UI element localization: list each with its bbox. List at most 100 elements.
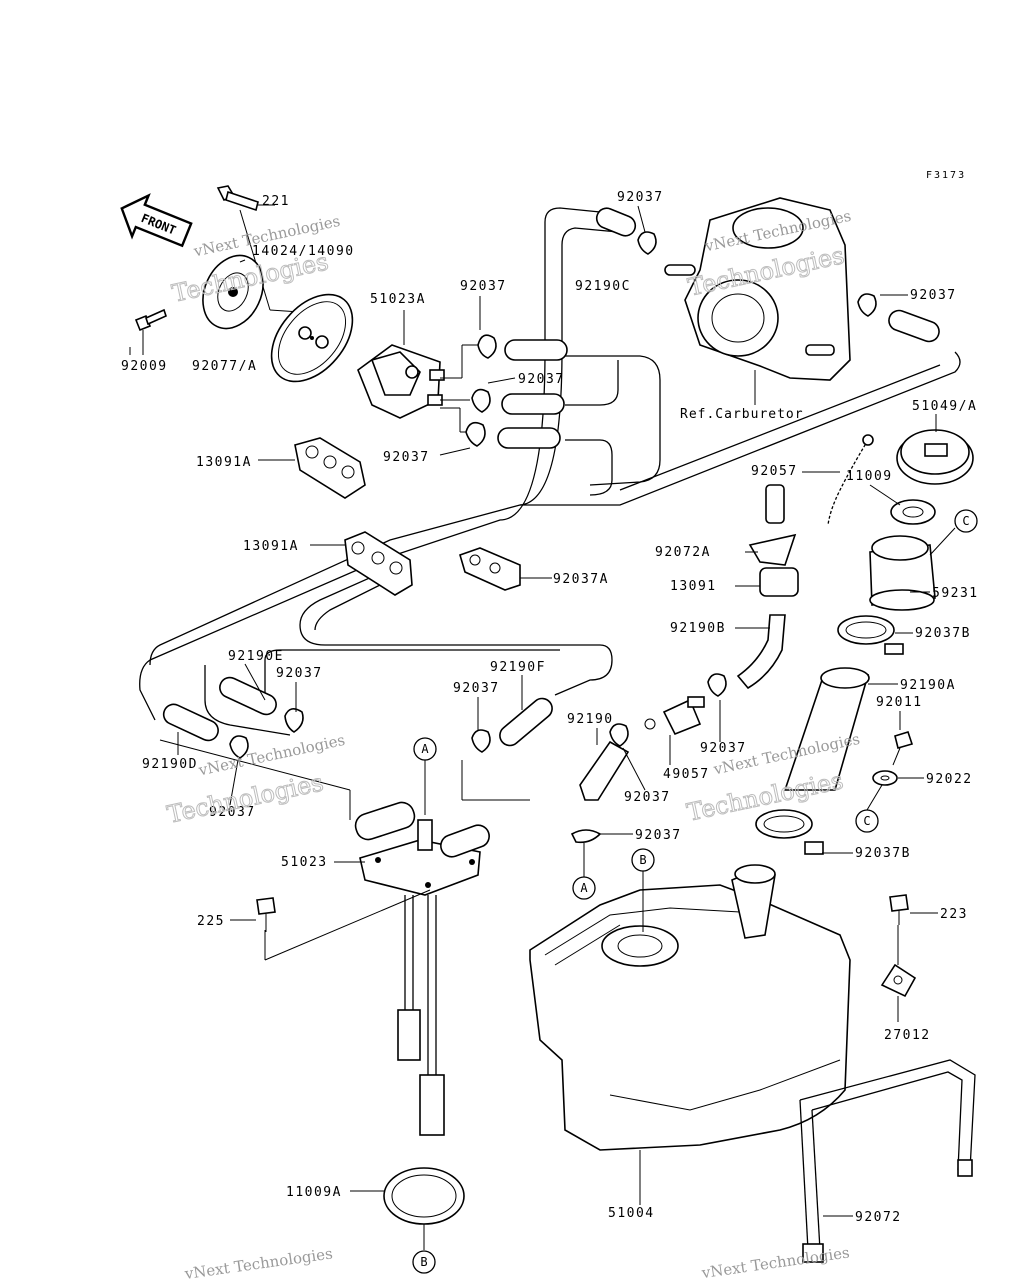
callout-b-bottom: B (412, 1250, 436, 1274)
part-label: 11009 (846, 469, 893, 484)
part-label: 92037 (624, 790, 671, 805)
fuel-pump-51023A-icon (357, 310, 445, 419)
vent-pipe-icon (765, 484, 785, 524)
svg-text:C: C (863, 814, 870, 828)
svg-text:B: B (420, 1255, 427, 1269)
part-label: 92037 (383, 450, 430, 465)
part-labels: 221 14024/14090 92009 92077/A 51023A 920… (121, 190, 979, 1225)
callout-a-top: A (413, 737, 437, 761)
part-label: 92037 (460, 279, 507, 294)
part-label: 92037 (700, 741, 747, 756)
watermark-mid-left: vNext Technologies Technologies (164, 731, 346, 829)
part-label: 92009 (121, 359, 168, 374)
label-leaders (129, 205, 938, 1217)
part-label: 59231 (932, 586, 979, 601)
part-label: 51049/A (912, 399, 977, 414)
part-label: 92037A (553, 572, 609, 587)
part-label: 92190C (575, 279, 631, 294)
part-label: 92072 (855, 1210, 902, 1225)
bolt-92011-icon (892, 731, 914, 766)
holder-13091-icon (759, 567, 799, 597)
front-arrow-icon: FRONT (120, 193, 193, 248)
part-label: 13091A (196, 455, 252, 470)
filler-neck-59231-icon (869, 535, 936, 611)
clamp-92037B-icon (837, 615, 904, 655)
clamp-92037A-icon (459, 547, 521, 591)
clip-92037-mid-icon (707, 673, 727, 697)
part-label: 51004 (608, 1206, 655, 1221)
tether-92057-icon (827, 434, 874, 526)
hose-92190F-icon (499, 697, 553, 747)
part-label: 13091A (243, 539, 299, 554)
part-label: 13091 (670, 579, 717, 594)
part-label: 225 (197, 914, 225, 929)
part-label: 51023 (281, 855, 328, 870)
part-label: 49057 (663, 767, 710, 782)
valve-49057-icon (644, 696, 705, 736)
part-label: 27012 (884, 1028, 931, 1043)
hose-92190C-icon (595, 207, 637, 237)
gasket-11009A-icon (383, 1167, 465, 1250)
screw-225-icon (256, 897, 276, 932)
leader-lines (159, 739, 530, 961)
part-label: 92037B (915, 626, 971, 641)
part-label: 92037B (855, 846, 911, 861)
cover-14024-icon (270, 293, 354, 383)
svg-text:vNext Technologies: vNext Technologies (183, 1244, 334, 1280)
part-label: 92022 (926, 772, 973, 787)
clamp-92037B-2-icon (755, 809, 824, 855)
strap-92072-icon (799, 1059, 976, 1263)
part-label: 92190E (228, 649, 284, 664)
svg-text:C: C (962, 514, 969, 528)
svg-text:A: A (580, 881, 588, 895)
part-label: 92037 (635, 828, 682, 843)
part-label: 92011 (876, 695, 923, 710)
screw-223-icon (889, 894, 909, 925)
part-label: 14024/14090 (252, 244, 355, 259)
part-label: 92037 (276, 666, 323, 681)
part-label: 51023A (370, 292, 426, 307)
part-label: 92057 (751, 464, 798, 479)
hose-92190D-icon (162, 703, 219, 742)
callout-c-bottom: C (855, 809, 879, 833)
ref-note: Ref.Carburetor (680, 407, 804, 422)
hose-clamp-13091A-icon (294, 437, 366, 499)
callout-a-bottom: A (572, 876, 596, 900)
part-label: 92037 (910, 288, 957, 303)
figure-code: F3173 (926, 170, 966, 181)
part-label: 92190F (490, 660, 546, 675)
svg-text:vNext Technologies: vNext Technologies (700, 1243, 851, 1280)
fuel-sender-51023-icon (354, 801, 490, 1136)
part-label: 92190D (142, 757, 198, 772)
clip-92037-left-icon (229, 708, 491, 759)
hose-routing (139, 207, 961, 736)
fuel-cap-51049-icon (896, 429, 974, 485)
part-label: 92077/A (192, 359, 257, 374)
part-label: 92190A (900, 678, 956, 693)
strainer-disc-92077-icon (202, 254, 264, 330)
watermark-bottom-left: vNext Technologies (183, 1244, 334, 1280)
part-label: 92190 (567, 712, 614, 727)
callout-b-top: B (631, 848, 655, 872)
screw-221-icon (216, 185, 275, 212)
part-label: 221 (262, 194, 290, 209)
part-label: 92037 (453, 681, 500, 696)
clip-92037-top-icon (637, 231, 657, 255)
bracket-27012-icon (880, 963, 917, 998)
part-label: 92037 (518, 372, 565, 387)
clamp-92072A-icon (748, 533, 797, 566)
hose-92190E-icon (219, 676, 277, 716)
fuel-tank-51004-icon (529, 864, 851, 1151)
washer-92022-icon (872, 770, 898, 786)
part-label: 92037 (617, 190, 664, 205)
part-label: 92190B (670, 621, 726, 636)
clip-92037-right-icon (857, 293, 940, 343)
hose-92190-icon (579, 740, 630, 801)
gasket-11009-icon (890, 499, 936, 525)
part-label: 11009A (286, 1185, 342, 1200)
part-label: 92037 (209, 805, 256, 820)
connector-lines (440, 344, 478, 433)
watermark-bottom-right: vNext Technologies (700, 1243, 851, 1280)
hose-92190B-icon (736, 614, 786, 690)
